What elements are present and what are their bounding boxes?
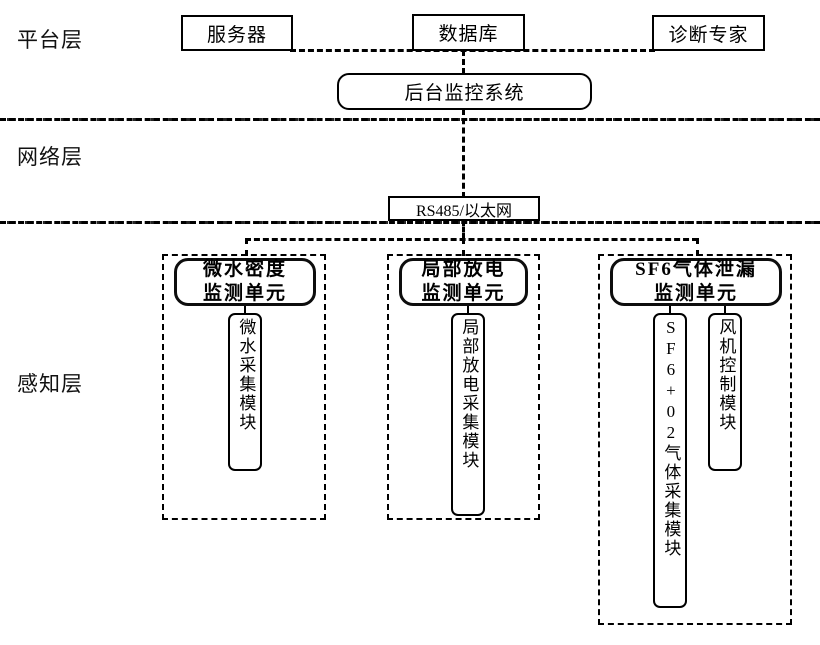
layer-label-network: 网络层 [17,145,83,169]
unit-header-sf6[interactable]: SF6气体泄漏 监测单元 [610,258,782,306]
connector-unit-sf6-to-fan-module [724,305,726,315]
module-jubu-label: 局部放电采集模块 [459,318,479,470]
unit-header-jubu[interactable]: 局部放电 监测单元 [399,258,528,306]
node-database[interactable]: 数据库 [412,14,525,51]
unit-header-sf6-line1: SF6气体泄漏 [635,259,757,281]
platform-horizontal-bus [290,49,655,52]
connector-unit-weishui-to-module [244,305,246,315]
unit-group-sf6 [598,254,792,625]
connector-unit-jubu-to-module [467,305,469,315]
layer-label-sensing: 感知层 [17,372,83,396]
unit-group-weishui [162,254,326,520]
connector-bus-to-unit-jubu [462,238,465,256]
connector-unit-sf6-to-gas-module [669,305,671,315]
unit-header-weishui-line2: 监测单元 [202,283,287,304]
node-server[interactable]: 服务器 [181,15,293,51]
connector-bus-to-unit-sf6 [696,238,699,256]
unit-header-jubu-line2: 监测单元 [421,283,506,304]
connector-bus-to-unit-weishui [245,238,248,256]
module-weishui-label: 微水采集模块 [236,318,256,432]
module-fengji-label: 风机控制模块 [716,318,736,432]
unit-header-jubu-line1: 局部放电 [421,259,506,281]
module-sf6-label: SF6+02气体采集模块 [661,318,681,558]
unit-header-weishui-line1: 微水密度 [202,259,287,281]
connector-monitor-to-network [462,109,465,198]
layer-divider-platform-network [0,118,820,121]
connector-database-to-monitor [462,50,465,74]
node-rs485-ethernet[interactable]: RS485/以太网 [388,196,540,221]
node-backend-monitoring-system[interactable]: 后台监控系统 [337,73,592,110]
unit-header-sf6-line2: 监测单元 [653,283,738,304]
layer-divider-network-sensing [0,221,820,224]
node-diagnostic-expert[interactable]: 诊断专家 [652,15,765,51]
sensing-horizontal-bus [245,238,698,241]
module-fan-control[interactable]: 风机控制模块 [708,313,742,471]
unit-header-weishui[interactable]: 微水密度 监测单元 [174,258,316,306]
module-partial-discharge-acquisition[interactable]: 局部放电采集模块 [451,313,485,516]
layer-label-platform: 平台层 [17,28,83,52]
module-sf6-o2-gas-acquisition[interactable]: SF6+02气体采集模块 [653,313,687,608]
module-weishui-acquisition[interactable]: 微水采集模块 [228,313,262,471]
connector-network-to-sensing [462,220,465,239]
